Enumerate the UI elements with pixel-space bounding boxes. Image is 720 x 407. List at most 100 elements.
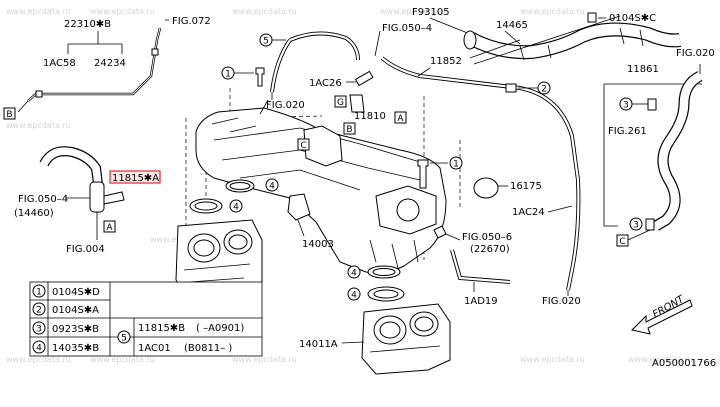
legend-grid-line [30, 282, 262, 356]
label-fig020-top[interactable]: FIG.020 [266, 100, 305, 111]
hose-end-icon [463, 30, 477, 50]
figure-id: A050001766 [652, 358, 716, 369]
clamp-icon [645, 218, 655, 231]
ref-box-c-center[interactable] [297, 138, 310, 151]
throttle-body-14011a [361, 303, 451, 375]
leader-line [341, 341, 365, 344]
label-24234: 24234 [94, 58, 126, 69]
label-1ad19: 1AD19 [464, 296, 498, 307]
legend-code: 1AC01 [138, 343, 171, 354]
ref-box-c-center-label: C [300, 141, 306, 151]
legend-range: (B0811– ) [184, 343, 232, 354]
ref-box-b-center-label: B [346, 125, 352, 135]
callout-1-text: 1 [453, 160, 459, 170]
callout-4-text: 4 [233, 203, 239, 213]
leader-line [469, 39, 521, 59]
callout-4-text: 4 [269, 182, 275, 192]
leader-line [445, 233, 461, 241]
watermark-text: www.epcdata.ru [628, 355, 693, 364]
sensor-14003-icon [287, 193, 311, 221]
callout-1-circle[interactable] [449, 156, 463, 170]
watermark-text: www.epcdata.ru [520, 355, 585, 364]
label-11852: 11852 [430, 56, 462, 67]
hose-1ad19-shape [450, 249, 511, 284]
ref-box-b-center[interactable] [343, 122, 356, 135]
leader-line [374, 30, 381, 57]
throttle-bore [396, 198, 420, 222]
ref-box-c-right[interactable] [616, 234, 629, 247]
ref-box-a-left[interactable] [103, 220, 116, 233]
legend-code: 0923S✱B [52, 324, 99, 335]
callout-4-text: 4 [351, 269, 357, 279]
label-fig050-4-top[interactable]: FIG.050–4 [382, 23, 432, 34]
leader-line [17, 100, 29, 113]
legend-num: 2 [36, 306, 42, 316]
callout-2-text: 2 [541, 85, 547, 95]
ref-box-a-top-label: A [397, 114, 404, 124]
callout-3-circle[interactable] [629, 217, 643, 231]
label-fig004[interactable]: FIG.004 [66, 244, 105, 255]
label-1ac24: 1AC24 [512, 207, 545, 218]
hose-stub-icon [103, 191, 125, 205]
label-fig020-bottom[interactable]: FIG.020 [542, 296, 581, 307]
legend-code: 11815✱B [138, 323, 185, 334]
legend-range: ( –A0901) [196, 323, 244, 334]
hose-clip-icon [151, 48, 159, 56]
callout-4-circle[interactable] [229, 199, 243, 213]
label-f93105: F93105 [412, 7, 450, 18]
label-11815a-highlight: 11815✱A [112, 173, 159, 184]
manifold-center-block [303, 125, 343, 167]
ref-box-a-top[interactable] [394, 111, 407, 124]
throttle-body-rib-line [369, 345, 441, 353]
bracket-line [67, 31, 123, 54]
label-fig050-4-left[interactable]: FIG.050–4 [18, 194, 68, 205]
leader-line [473, 15, 621, 65]
bolt-icon [505, 83, 517, 93]
bolt-icon [587, 12, 597, 23]
pcv-valve-icon [89, 181, 105, 213]
air-hose-shape [289, 32, 360, 61]
callout-3-text: 3 [633, 221, 639, 231]
label-22310b: 22310✱B [64, 19, 111, 30]
right-hose-group: 11861 3 FIG.261 3 C FIG.020 [603, 48, 715, 247]
vacuum-fitting-icon [349, 94, 365, 113]
ref-box-b-label: B [6, 110, 12, 120]
label-fig261[interactable]: FIG.261 [608, 126, 647, 137]
front-indicator: FRONT [631, 294, 693, 335]
legend-code: 0104S✱A [52, 305, 99, 316]
ref-box-a-left-label: A [106, 223, 113, 233]
leader-line [297, 219, 305, 237]
legend-num: 3 [36, 325, 42, 335]
watermark-text: www.epcdata.ru [380, 7, 445, 16]
legend-num: 4 [36, 344, 42, 354]
label-fig072[interactable]: FIG.072 [172, 16, 211, 27]
breather-hose-11861 [653, 72, 703, 230]
highlighted-part-box[interactable] [109, 170, 161, 184]
hose-11815a-shape [40, 147, 102, 185]
callout-4-circle[interactable] [347, 265, 361, 279]
label-14465: 14465 [496, 20, 528, 31]
ref-box-c-right-label: C [619, 237, 625, 247]
watermark-text: www.epcdata.ru [6, 355, 71, 364]
label-14460: (14460) [14, 208, 54, 219]
leader-line [547, 205, 573, 213]
callout-4-circle[interactable] [347, 287, 361, 301]
manifold-detail-line [211, 99, 269, 133]
hose-clip-icon [35, 90, 43, 98]
manifold-rib-line [369, 239, 419, 269]
clamp-icon [647, 98, 657, 111]
watermark-text: www.epcdata.ru [6, 121, 71, 130]
leader-line [429, 17, 521, 45]
parts-legend-table: 1 0104S✱D 2 0104S✱A 3 0923S✱B 4 14035✱B … [29, 281, 263, 357]
ref-box-b[interactable] [3, 107, 16, 120]
bolt-icon [417, 159, 429, 189]
ref-box-g[interactable] [334, 95, 347, 108]
duct-rib-line [519, 27, 644, 61]
callout-5-text: 5 [263, 37, 269, 47]
watermark-text: www.epcdata.ru [232, 7, 297, 16]
callout-4-circle[interactable] [265, 178, 279, 192]
gasket-16175 [473, 177, 499, 199]
label-fig020-right[interactable]: FIG.020 [676, 48, 715, 59]
label-fig050-6[interactable]: FIG.050–6 [462, 232, 512, 243]
